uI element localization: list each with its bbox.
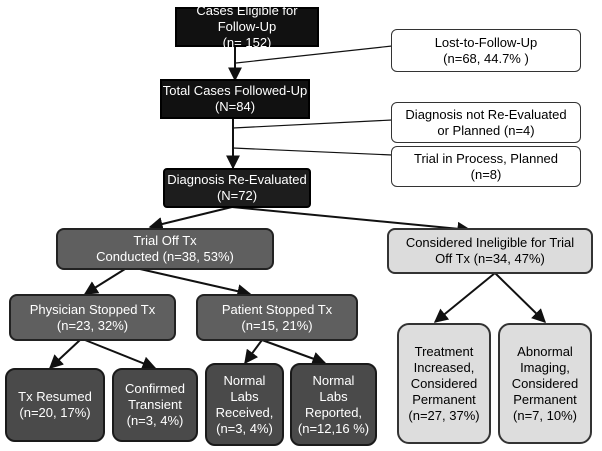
node-ineligible-line2: Off Tx (n=34, 47%) bbox=[435, 251, 545, 266]
node-abnormal-line5: (n=7, 10%) bbox=[513, 407, 577, 423]
node-ineligible-line1: Considered Ineligible for Trial bbox=[405, 235, 575, 250]
node-trial-off-line2: Conducted (n=38, 53%) bbox=[96, 249, 234, 264]
node-trial-off-tx: Trial Off Tx Conducted (n=38, 53%) bbox=[56, 228, 274, 270]
node-patient-stopped: Patient Stopped Tx (n=15, 21%) bbox=[196, 294, 358, 341]
node-labs-received-line2: Labs bbox=[230, 388, 259, 404]
node-trial-process-line2: (n=8) bbox=[470, 166, 502, 182]
arrow-to-trial-off bbox=[148, 206, 233, 231]
arrow-to-tx-resumed bbox=[48, 339, 81, 369]
node-followed-line1: Total Cases Followed-Up bbox=[162, 83, 308, 98]
node-abnormal-line4: Permanent bbox=[513, 391, 577, 407]
node-cases-eligible: Cases Eligible for Follow-Up (n= 152) bbox=[175, 3, 319, 50]
node-physician-line2: (n=23, 32%) bbox=[56, 317, 129, 333]
node-treatment-line3: Considered bbox=[410, 375, 478, 391]
node-diagnosis-not-reevaluated: Diagnosis not Re-Evaluated or Planned (n… bbox=[391, 102, 581, 143]
node-treatment-line5: (n=27, 37%) bbox=[408, 407, 480, 423]
node-physician-line1: Physician Stopped Tx bbox=[29, 301, 156, 317]
node-trial-off-line1: Trial Off Tx bbox=[133, 233, 197, 248]
node-tx-resumed-line2: (n=20, 17%) bbox=[19, 405, 91, 420]
arrow-to-labs-reported bbox=[261, 339, 327, 366]
node-lost-to-follow-up: Lost-to-Follow-Up (n=68, 44.7% ) bbox=[391, 29, 581, 72]
connector-not-reevaluated bbox=[232, 119, 393, 129]
node-abnormal-line2: Imaging, bbox=[520, 359, 570, 375]
connector-trial-process bbox=[232, 147, 393, 156]
node-total-followed-up: Total Cases Followed-Up (N=84) bbox=[160, 79, 310, 119]
node-physician-stopped: Physician Stopped Tx (n=23, 32%) bbox=[9, 294, 176, 341]
node-cases-eligible-line2: (n= 152) bbox=[222, 35, 272, 50]
node-ineligible-trial-off: Considered Ineligible for Trial Off Tx (… bbox=[387, 228, 593, 274]
node-abnormal-line3: Considered bbox=[511, 375, 579, 391]
node-not-reevaluated-line2: or Planned (n=4) bbox=[437, 122, 535, 138]
arrow-to-patient bbox=[139, 268, 252, 299]
node-abnormal-imaging: Abnormal Imaging, Considered Permanent (… bbox=[498, 323, 592, 444]
node-trial-process-line1: Trial in Process, Planned bbox=[413, 150, 559, 166]
node-patient-line2: (n=15, 21%) bbox=[241, 317, 313, 333]
arrow-to-treatment-increased bbox=[433, 272, 496, 323]
node-normal-labs-received: Normal Labs Received, (n=3, 4%) bbox=[205, 363, 284, 446]
arrow-to-confirmed bbox=[84, 339, 157, 370]
node-labs-reported-line3: Reported, bbox=[304, 404, 363, 420]
node-confirmed-line3: (n=3, 4%) bbox=[126, 413, 184, 428]
node-normal-labs-reported: Normal Labs Reported, (n=12,16 %) bbox=[290, 363, 377, 446]
node-labs-reported-line4: (n=12,16 %) bbox=[297, 420, 370, 436]
arrow-to-physician bbox=[83, 268, 126, 295]
node-treatment-line1: Treatment bbox=[414, 343, 474, 359]
node-reevaluated-line2: (N=72) bbox=[216, 188, 258, 203]
connector-lost bbox=[235, 45, 393, 64]
node-abnormal-line1: Abnormal bbox=[517, 343, 573, 359]
node-cases-eligible-line1: Cases Eligible for Follow-Up bbox=[196, 3, 298, 34]
node-followed-line2: (N=84) bbox=[214, 99, 256, 114]
node-labs-reported-line1: Normal bbox=[312, 372, 355, 388]
node-tx-resumed: Tx Resumed (n=20, 17%) bbox=[5, 368, 105, 442]
node-lost-line2: (n=68, 44.7% ) bbox=[443, 50, 529, 66]
node-lost-line1: Lost-to-Follow-Up bbox=[434, 34, 538, 50]
arrow-to-ineligible bbox=[231, 206, 472, 236]
node-labs-received-line3: Received, bbox=[215, 404, 274, 420]
node-confirmed-transient: Confirmed Transient (n=3, 4%) bbox=[112, 368, 198, 442]
node-patient-line1: Patient Stopped Tx bbox=[221, 301, 333, 317]
node-treatment-line2: Increased, bbox=[413, 359, 475, 375]
arrow-to-labs-received bbox=[244, 339, 263, 365]
node-reevaluated-line1: Diagnosis Re-Evaluated bbox=[167, 172, 307, 187]
node-not-reevaluated-line1: Diagnosis not Re-Evaluated bbox=[405, 106, 567, 122]
node-labs-reported-line2: Labs bbox=[319, 388, 348, 404]
node-confirmed-line2: Transient bbox=[128, 397, 182, 412]
node-labs-received-line4: (n=3, 4%) bbox=[216, 420, 273, 436]
node-treatment-increased: Treatment Increased, Considered Permanen… bbox=[397, 323, 491, 444]
node-treatment-line4: Permanent bbox=[412, 391, 476, 407]
node-labs-received-line1: Normal bbox=[223, 372, 266, 388]
node-confirmed-line1: Confirmed bbox=[125, 381, 185, 396]
node-diagnosis-reevaluated: Diagnosis Re-Evaluated (N=72) bbox=[163, 168, 311, 208]
node-tx-resumed-line1: Tx Resumed bbox=[18, 389, 92, 404]
node-trial-in-process: Trial in Process, Planned (n=8) bbox=[391, 146, 581, 187]
arrow-to-abnormal-imaging bbox=[494, 272, 546, 323]
